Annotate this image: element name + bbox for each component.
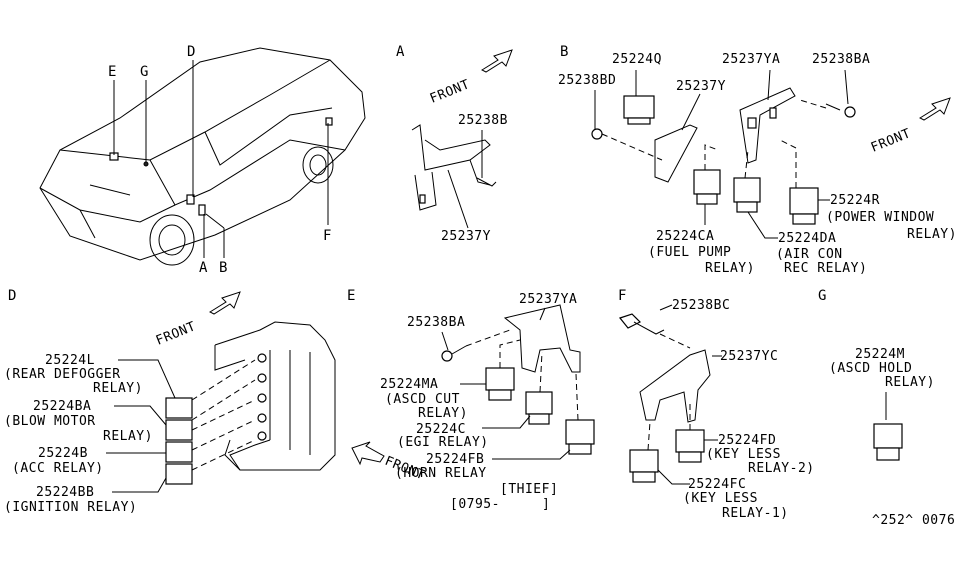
part-25224l-desc2: RELAY): [93, 381, 143, 396]
relay-25224fb: [565, 419, 595, 455]
part-25224ma-desc2: RELAY): [418, 406, 468, 421]
part-25224fb: 25224FB: [426, 452, 484, 467]
section-e-label: E: [347, 288, 355, 304]
part-25224ca-desc1: (FUEL PUMP: [648, 245, 731, 260]
part-25224c: 25224C: [416, 422, 466, 437]
front-arrow-a-icon: [480, 49, 513, 73]
part-25237ya-e: 25237YA: [519, 292, 577, 307]
front-label-d: FRONT: [154, 319, 198, 349]
part-25224ba: 25224BA: [33, 399, 91, 414]
relay-25224fc: [629, 449, 659, 483]
bracket-a: [411, 124, 497, 211]
section-d-label: D: [8, 288, 16, 304]
relay-25224l: [165, 397, 193, 419]
relay-25224da: [733, 177, 761, 213]
screw-25238bd: [591, 128, 603, 140]
part-25224ca-desc2: RELAY): [705, 261, 755, 276]
part-25224fc: 25224FC: [688, 477, 746, 492]
screw-25238ba-b: [844, 106, 856, 118]
relay-25224b: [165, 441, 193, 463]
car-label-d: D: [187, 44, 195, 60]
part-25224q: 25224Q: [612, 52, 662, 67]
bracket-25237ya-b: [739, 87, 796, 164]
part-25224ba-desc1: (BLOW MOTOR: [4, 414, 96, 429]
part-25224fc-desc2: RELAY-1): [722, 506, 789, 521]
fuse-block-d: [214, 321, 336, 471]
part-25224da-desc2: REC RELAY): [784, 261, 867, 276]
front-label-a: FRONT: [428, 77, 472, 107]
part-25224ma: 25224MA: [380, 377, 438, 392]
relay-25224q: [623, 95, 655, 125]
relay-25224fd: [675, 429, 705, 463]
part-25224m-desc2: RELAY): [885, 375, 935, 390]
screw-25238bc: [618, 313, 665, 335]
car-label-a: A: [199, 260, 208, 276]
bracket-25237ya-e: [503, 304, 581, 373]
part-25224b-desc: (ACC RELAY): [12, 461, 104, 476]
part-25224l: 25224L: [45, 353, 95, 368]
part-25238b: 25238B: [458, 113, 508, 128]
car-label-e: E: [108, 64, 116, 80]
part-25224r-desc2: RELAY): [907, 227, 957, 242]
part-25224da-desc1: (AIR CON: [776, 247, 843, 262]
screw-25238ba-e: [441, 350, 453, 362]
part-25224r-desc1: (POWER WINDOW: [826, 210, 934, 225]
relay-25224m: [873, 423, 903, 461]
relay-25224ma: [485, 367, 515, 401]
relay-25224ba: [165, 419, 193, 441]
diagram-id: ^252^ 0076: [872, 513, 955, 528]
part-25237y-b: 25237Y: [676, 79, 726, 94]
front-arrow-e-icon: [351, 441, 385, 466]
front-arrow-b-icon: [918, 97, 951, 121]
car-label-b: B: [219, 260, 227, 276]
front-label-b: FRONT: [869, 126, 913, 156]
part-25224fc-desc1: (KEY LESS: [683, 491, 758, 506]
part-25238bc: 25238BC: [672, 298, 730, 313]
bracket-25237yc: [639, 349, 711, 423]
part-25224l-desc1: (REAR DEFOGGER: [4, 367, 121, 382]
section-b-label: B: [560, 44, 568, 60]
car-callouts: [113, 60, 329, 258]
part-25224fb-period-end: ]: [542, 497, 550, 512]
relay-25224bb: [165, 463, 193, 485]
part-25224fb-desc2: [THIEF]: [500, 482, 558, 497]
part-25224ca: 25224CA: [656, 229, 714, 244]
part-25224ma-desc1: (ASCD CUT: [385, 392, 460, 407]
part-25224bb: 25224BB: [36, 485, 94, 500]
part-25224da: 25224DA: [778, 231, 836, 246]
part-25224b: 25224B: [38, 446, 88, 461]
part-25237ya-b: 25237YA: [722, 52, 780, 67]
section-f-label: F: [618, 288, 626, 304]
part-25224fb-period: [0795-: [450, 497, 500, 512]
part-25237yc: 25237YC: [720, 349, 778, 364]
part-25224fd-desc1: (KEY LESS: [706, 447, 781, 462]
part-25224bb-desc: (IGNITION RELAY): [4, 500, 137, 515]
part-25224m-desc1: (ASCD HOLD: [829, 361, 912, 376]
bracket-25237y-b: [654, 124, 698, 183]
part-25224fb-desc1: (HORN RELAY: [395, 466, 487, 481]
part-25237y-a: 25237Y: [441, 229, 491, 244]
section-g-label: G: [818, 288, 826, 304]
part-25224r: 25224R: [830, 193, 880, 208]
car-label-g: G: [140, 64, 148, 80]
relay-25224ca: [693, 169, 721, 205]
relay-25224c: [525, 391, 553, 425]
car-label-f: F: [323, 228, 331, 244]
part-25238ba-e: 25238BA: [407, 315, 465, 330]
part-25238ba-b: 25238BA: [812, 52, 870, 67]
relay-25224r: [789, 187, 819, 225]
front-arrow-d-icon: [208, 291, 241, 315]
part-25224fd: 25224FD: [718, 433, 776, 448]
part-25224ba-desc2: RELAY): [103, 429, 153, 444]
part-25224c-desc: (EGI RELAY): [397, 435, 489, 450]
car-illustration: [39, 47, 366, 266]
part-25224m: 25224M: [855, 347, 905, 362]
section-a-label: A: [396, 44, 405, 60]
part-25224fd-desc2: RELAY-2): [748, 461, 815, 476]
part-25238bd: 25238BD: [558, 73, 616, 88]
